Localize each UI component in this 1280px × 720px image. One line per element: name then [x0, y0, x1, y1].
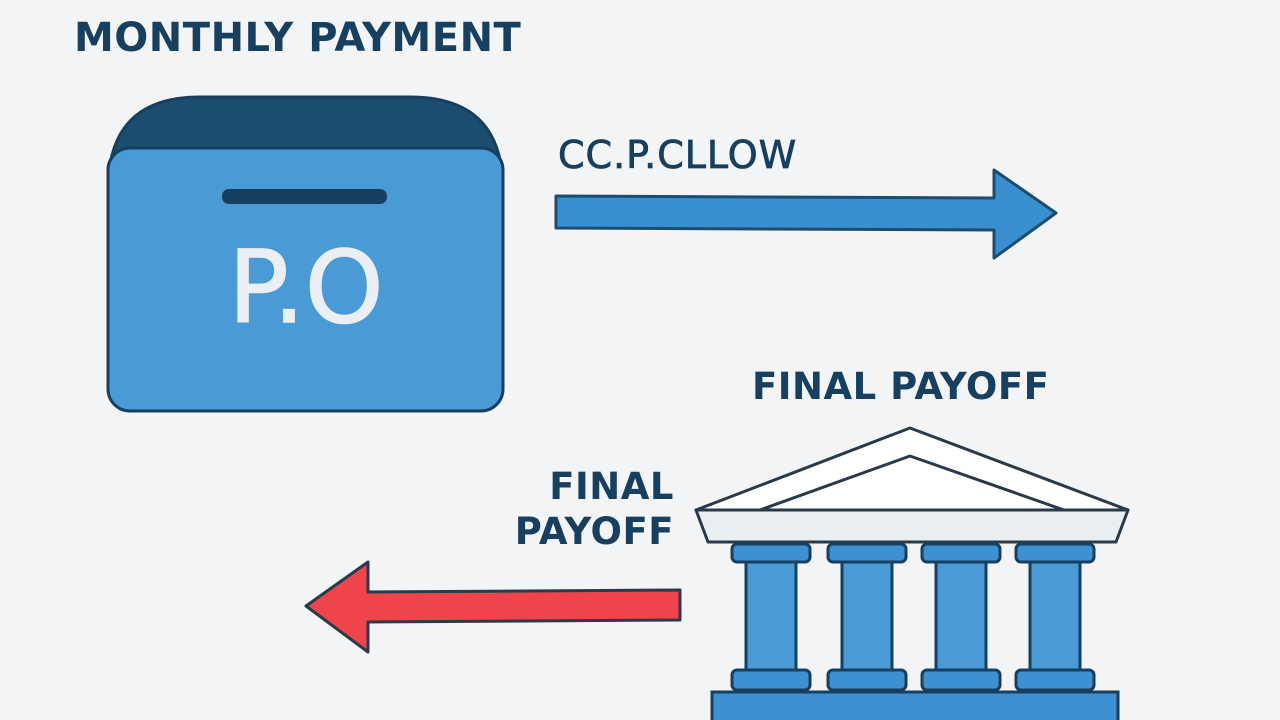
bank-caption: FINAL PAYOFF: [752, 365, 1050, 408]
bottom-arrow: [304, 560, 682, 654]
bank-entablature: [694, 508, 1130, 544]
left-arrow-shape: [304, 560, 682, 654]
wallet-label: P.O: [228, 229, 385, 346]
page-title: MONTHLY PAYMENT: [74, 15, 522, 61]
bottom-arrow-label-line2: PAYOFF: [514, 510, 674, 554]
bank-column: [920, 542, 1002, 692]
right-arrow-shape: [554, 168, 1058, 260]
bank-building-icon: [694, 426, 1130, 720]
top-arrow: [554, 168, 1058, 260]
wallet-icon: [106, 95, 505, 413]
bottom-arrow-label-line1: FINAL: [549, 465, 674, 508]
wallet-body: [106, 146, 505, 413]
bank-column: [826, 542, 908, 692]
bottom-arrow-label: FINAL PAYOFF: [494, 464, 674, 554]
wallet-slot: [222, 189, 387, 204]
bank-column: [730, 542, 812, 692]
bank-base: [710, 690, 1120, 720]
bank-column: [1014, 542, 1096, 692]
top-arrow-label: CC.P.CLLOW: [558, 133, 798, 177]
